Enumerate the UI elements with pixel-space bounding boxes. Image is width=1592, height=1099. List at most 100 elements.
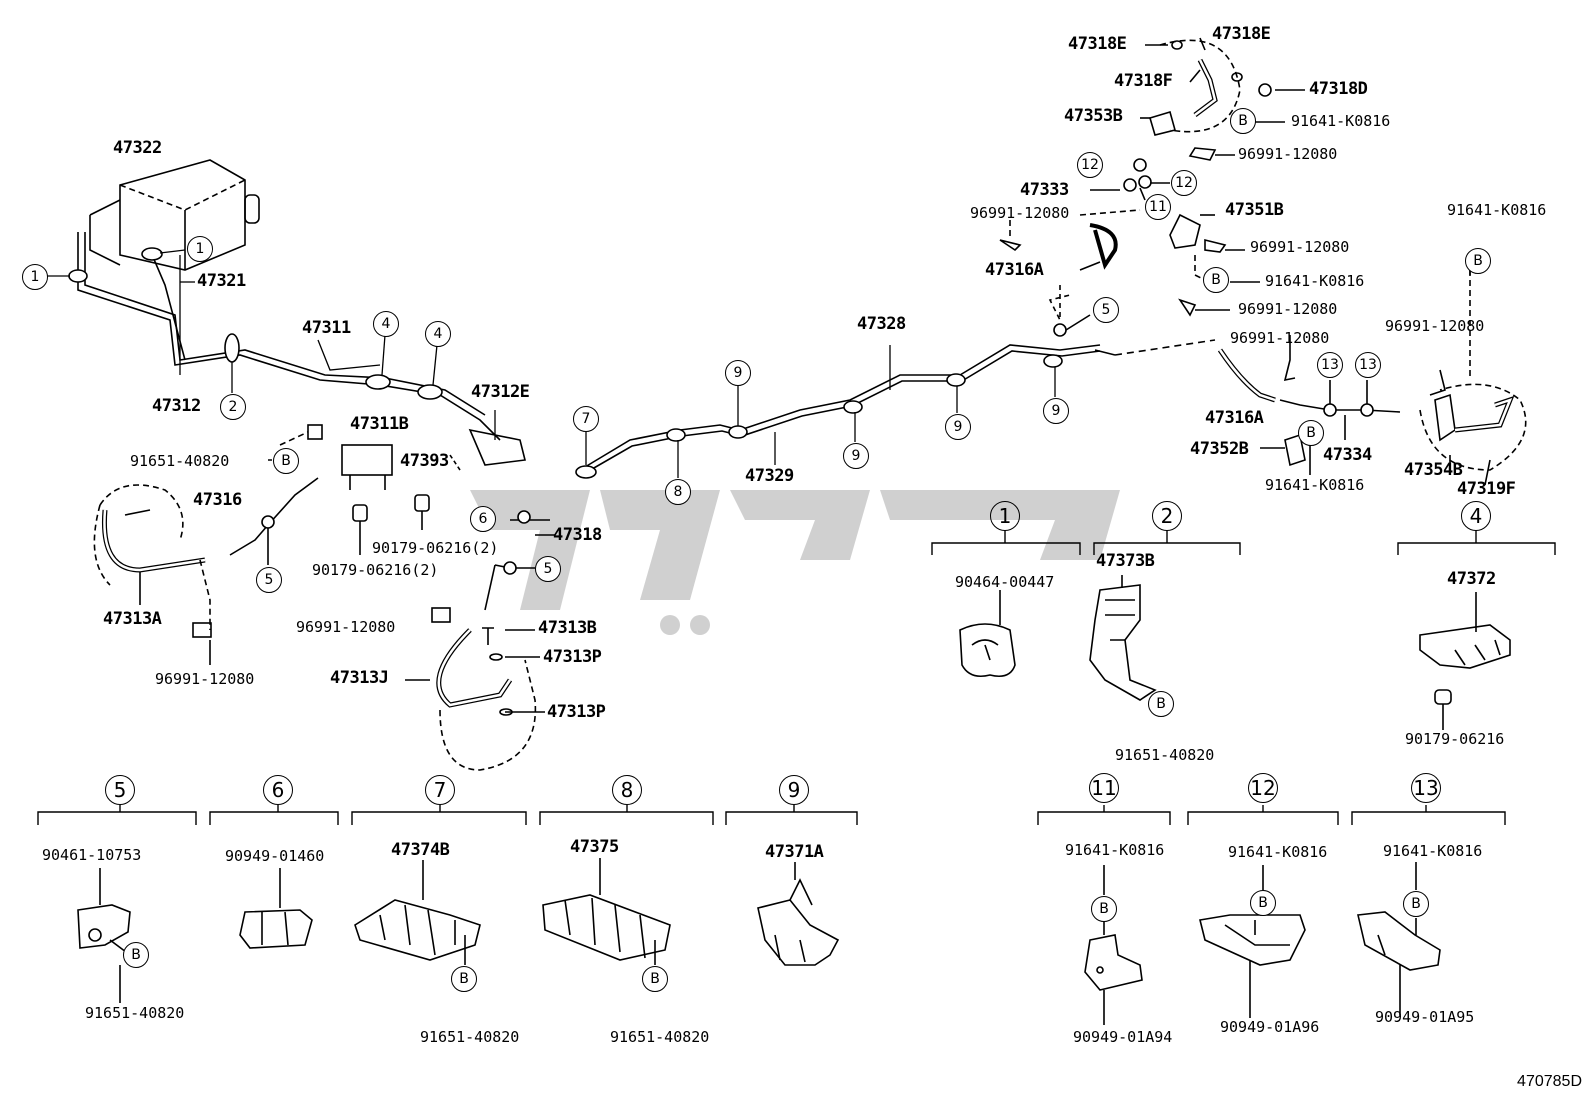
label-47322: 47322	[113, 138, 162, 158]
group-5-header: 5	[105, 775, 135, 805]
label-91641-K0816-g12: 91641-K0816	[1228, 843, 1328, 861]
callout-b-g11: B	[1091, 896, 1117, 922]
label-47373B: 47373B	[1096, 551, 1155, 571]
label-91641-K0816-c: 91641-K0816	[1265, 476, 1365, 494]
label-47353B: 47353B	[1064, 106, 1123, 126]
diagram-id: 470785D	[1517, 1073, 1582, 1090]
label-47374B: 47374B	[391, 840, 450, 860]
callout-5-b: 5	[535, 556, 561, 582]
callout-2: 2	[220, 394, 246, 420]
callout-b-g7: B	[451, 966, 477, 992]
label-90949-01A95: 90949-01A95	[1375, 1008, 1475, 1026]
callout-b-g13: B	[1403, 891, 1429, 917]
callout-5-c: 5	[1093, 297, 1119, 323]
callout-4-b: 4	[425, 321, 451, 347]
bracket-47373B	[1089, 575, 1161, 712]
callout-9-a: 9	[725, 360, 751, 386]
label-47321: 47321	[197, 271, 246, 291]
clip-90464-00447	[959, 590, 1016, 678]
label-96991-12080-e: 96991-12080	[1238, 300, 1338, 318]
callout-6: 6	[470, 506, 496, 532]
label-96991-12080-top: 96991-12080	[1238, 145, 1338, 163]
label-47318F: 47318F	[1114, 71, 1173, 91]
label-47375: 47375	[570, 837, 619, 857]
label-47351B: 47351B	[1225, 200, 1284, 220]
group-8-header: 8	[612, 775, 642, 805]
callout-1-b: 1	[187, 236, 213, 262]
callout-9-b: 9	[843, 443, 869, 469]
label-47311B: 47311B	[350, 414, 409, 434]
watermark-logo	[470, 490, 1120, 635]
clip-90461-10753	[77, 868, 131, 1003]
label-47316A-1: 47316A	[985, 260, 1044, 280]
callout-b-4: B	[1465, 248, 1491, 274]
callout-b-5: B	[1298, 420, 1324, 446]
label-47333: 47333	[1020, 180, 1069, 200]
label-91651-40820-g7: 91651-40820	[420, 1028, 520, 1046]
label-90179-06216-a: 90179-06216(2)	[372, 539, 499, 557]
label-47318E-1: 47318E	[1068, 34, 1127, 54]
label-47372: 47372	[1447, 569, 1496, 589]
label-47328: 47328	[857, 314, 906, 334]
label-47312: 47312	[152, 396, 201, 416]
label-47319F: 47319F	[1457, 479, 1516, 499]
label-91641-K0816-top: 91641-K0816	[1291, 112, 1391, 130]
label-90949-01460: 90949-01460	[225, 847, 325, 865]
label-47352B: 47352B	[1190, 439, 1249, 459]
callout-b-1: B	[273, 448, 299, 474]
label-90179-06216-g4: 90179-06216	[1405, 730, 1505, 748]
callout-4-a: 4	[373, 311, 399, 337]
clamp-47375	[542, 858, 671, 965]
label-90949-01A94: 90949-01A94	[1073, 1028, 1173, 1046]
group-brackets	[37, 530, 1556, 825]
label-47316: 47316	[193, 490, 242, 510]
label-96991-12080-g: 96991-12080	[1385, 317, 1485, 335]
label-91651-40820-g8: 91651-40820	[610, 1028, 710, 1046]
label-91641-K0816-right: 91641-K0816	[1447, 201, 1547, 219]
group-2-header: 2	[1152, 501, 1182, 531]
clip-90949-01A95	[1357, 862, 1441, 1015]
label-47313J: 47313J	[330, 668, 389, 688]
label-96991-12080-a: 96991-12080	[296, 618, 396, 636]
label-96991-12080-c: 96991-12080	[970, 204, 1070, 222]
callout-b-g12: B	[1250, 890, 1276, 916]
group-4-header: 4	[1461, 501, 1491, 531]
label-90461-10753: 90461-10753	[42, 846, 142, 864]
callout-12-a: 12	[1077, 152, 1103, 178]
label-91641-K0816-g13: 91641-K0816	[1383, 842, 1483, 860]
label-91641-K0816-b: 91641-K0816	[1265, 272, 1365, 290]
label-90949-01A96: 90949-01A96	[1220, 1018, 1320, 1036]
label-47318: 47318	[553, 525, 602, 545]
label-47313P-2: 47313P	[547, 702, 606, 722]
callout-1-a: 1	[22, 264, 48, 290]
group-11-header: 11	[1089, 773, 1119, 803]
callout-9-d: 9	[1043, 398, 1069, 424]
label-47316A-2: 47316A	[1205, 408, 1264, 428]
clamp-47374B	[354, 860, 481, 965]
callout-13-a: 13	[1317, 352, 1343, 378]
label-47311: 47311	[302, 318, 351, 338]
callout-11: 11	[1145, 194, 1171, 220]
callout-12-b: 12	[1171, 170, 1197, 196]
label-91651-40820-g2: 91651-40820	[1115, 746, 1215, 764]
label-96991-12080-d: 96991-12080	[1250, 238, 1350, 256]
label-91651-40820-a: 91651-40820	[130, 452, 230, 470]
callout-b-3: B	[1203, 267, 1229, 293]
label-47313P-1: 47313P	[543, 647, 602, 667]
clamp-47371A	[757, 862, 840, 966]
label-47329: 47329	[745, 466, 794, 486]
callout-b-g8: B	[642, 966, 668, 992]
callout-8: 8	[665, 479, 691, 505]
label-47312E: 47312E	[471, 382, 530, 402]
hydraulic-unit-47322	[89, 159, 260, 271]
label-96991-12080-b: 96991-12080	[155, 670, 255, 688]
group-7-header: 7	[425, 775, 455, 805]
label-90179-06216-b: 90179-06216(2)	[312, 561, 439, 579]
label-91651-40820-g5: 91651-40820	[85, 1004, 185, 1022]
group-1-header: 1	[990, 501, 1020, 531]
label-47371A: 47371A	[765, 842, 824, 862]
callout-7: 7	[573, 406, 599, 432]
label-47318D: 47318D	[1309, 79, 1368, 99]
